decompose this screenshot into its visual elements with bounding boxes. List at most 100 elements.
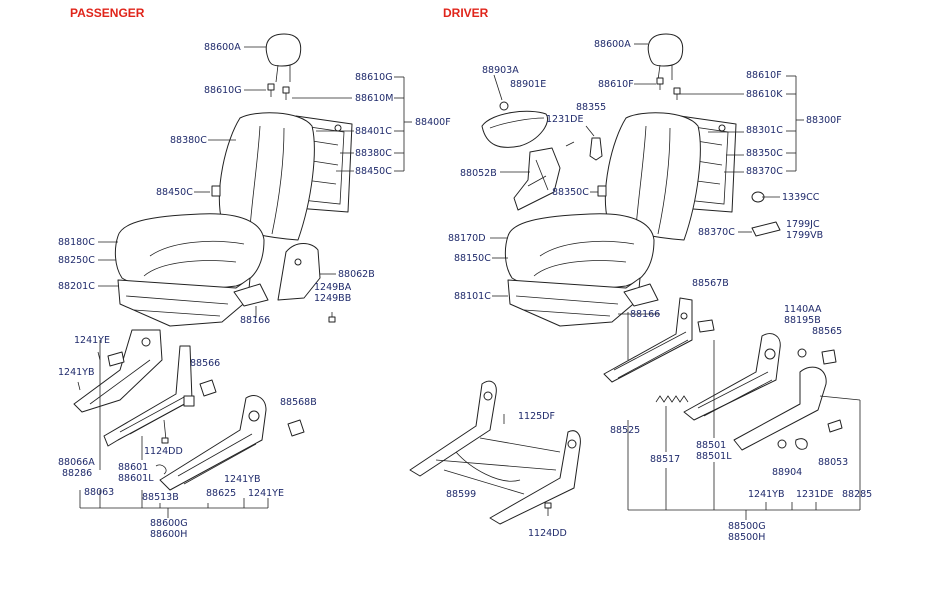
label-88380c-passenger-left: 88380C: [170, 135, 207, 146]
label-1140aa: 1140AA: [784, 304, 822, 315]
label-88201c: 88201C: [58, 281, 95, 292]
label-88450c-passenger-left: 88450C: [156, 187, 193, 198]
driver-cable-clip: [751, 221, 781, 237]
label-88380c-passenger-right: 88380C: [355, 148, 392, 159]
label-88903a: 88903A: [482, 65, 519, 76]
label-88501: 88501: [696, 440, 727, 451]
driver-height-adjuster: [409, 380, 581, 525]
passenger-seat-pan: [117, 277, 251, 327]
label-88517: 88517: [650, 454, 681, 465]
label-88601l: 88601L: [118, 473, 154, 484]
label-88101c: 88101C: [454, 291, 491, 302]
driver-leader-lines: [490, 43, 861, 520]
label-88195b: 88195B: [784, 315, 821, 326]
label-1249bb: 1249BB: [314, 293, 352, 304]
passenger-backrest-cushion: [211, 112, 315, 241]
label-1241ye-passenger-top: 1241YE: [74, 335, 110, 346]
label-88370c-driver-right: 88370C: [746, 166, 783, 177]
label-88610f-driver-left: 88610F: [598, 79, 634, 90]
label-88568b: 88568B: [280, 397, 317, 408]
label-88501l: 88501L: [696, 451, 732, 462]
passenger-headrest-guide-bolts: [267, 83, 290, 100]
label-88401c: 88401C: [355, 126, 392, 137]
driver-section-title: DRIVER: [443, 6, 489, 20]
driver-inner-rail: [603, 297, 715, 383]
label-1249ba: 1249BA: [314, 282, 352, 293]
label-88513b: 88513B: [142, 492, 179, 503]
driver-armrest-bracket: [513, 147, 561, 211]
label-88150c: 88150C: [454, 253, 491, 264]
driver-armrest: [481, 101, 548, 148]
label-88301c: 88301C: [746, 125, 783, 136]
label-1125df: 1125DF: [518, 411, 555, 422]
label-88066a: 88066A: [58, 457, 95, 468]
label-88062b: 88062B: [338, 269, 375, 280]
label-1241yb-passenger-bottom: 1241YB: [224, 474, 261, 485]
passenger-headrest: [265, 33, 302, 83]
label-88610m: 88610M: [355, 93, 394, 104]
label-88610g-passenger-right: 88610G: [355, 72, 393, 83]
label-88300f: 88300F: [806, 115, 842, 126]
label-88355: 88355: [576, 102, 607, 113]
label-1339cc: 1339CC: [782, 192, 820, 203]
label-88180c: 88180C: [58, 237, 95, 248]
label-1241ye-passenger-bottom: 1241YE: [248, 488, 284, 499]
driver-seat-pan: [507, 277, 641, 327]
label-88567b: 88567B: [692, 278, 729, 289]
label-88610f-driver-right: 88610F: [746, 70, 782, 81]
passenger-outer-rail: [155, 395, 305, 491]
label-88350c-driver-left: 88350C: [552, 187, 589, 198]
label-88350c-driver-right: 88350C: [746, 148, 783, 159]
passenger-seat-cushion: [114, 213, 265, 290]
label-88625: 88625: [206, 488, 237, 499]
label-88904: 88904: [772, 467, 803, 478]
label-88601: 88601: [118, 462, 149, 473]
label-88565: 88565: [812, 326, 843, 337]
label-88600g: 88600G: [150, 518, 188, 529]
driver-backrest-cushion: [597, 112, 701, 241]
driver-cover-88166: [623, 283, 659, 307]
driver-headrest: [647, 33, 684, 81]
driver-bolt-1140AA: [797, 348, 807, 358]
label-88500h: 88500H: [728, 532, 766, 543]
label-88063: 88063: [84, 487, 115, 498]
label-88285: 88285: [842, 489, 873, 500]
label-1231de-driver-top: 1231DE: [546, 114, 584, 125]
label-1799vb: 1799VB: [786, 230, 824, 241]
label-88500g: 88500G: [728, 521, 766, 532]
label-1124dd-passenger: 1124DD: [144, 446, 183, 457]
label-88052b: 88052B: [460, 168, 497, 179]
passenger-inner-rail: [103, 345, 217, 447]
passenger-cover-88166: [233, 283, 269, 307]
label-1231de-driver-bottom: 1231DE: [796, 489, 834, 500]
driver-side-cover: [733, 366, 843, 451]
passenger-side-shield: [277, 243, 336, 323]
label-88599: 88599: [446, 489, 477, 500]
label-88166-driver: 88166: [630, 309, 661, 320]
label-88053: 88053: [818, 457, 849, 468]
label-88566: 88566: [190, 358, 221, 369]
driver-cap-88565: [821, 349, 837, 365]
label-1241yb-driver: 1241YB: [748, 489, 785, 500]
label-88166-passenger: 88166: [240, 315, 271, 326]
driver-outer-rail: [683, 333, 781, 421]
label-88170d: 88170D: [448, 233, 486, 244]
passenger-leader-lines: [79, 46, 412, 518]
label-88250c: 88250C: [58, 255, 95, 266]
driver-recline-lever: [565, 137, 603, 161]
label-88610g-passenger-left: 88610G: [204, 85, 242, 96]
label-88370c-driver-left: 88370C: [698, 227, 735, 238]
label-1799jc: 1799JC: [786, 219, 820, 230]
passenger-section-title: PASSENGER: [70, 6, 145, 20]
label-88610k: 88610K: [746, 89, 783, 100]
driver-seat-cushion: [504, 213, 655, 290]
label-88400f: 88400F: [415, 117, 451, 128]
label-88450c-passenger-right: 88450C: [355, 166, 392, 177]
label-88600a-passenger: 88600A: [204, 42, 241, 53]
label-1124dd-driver: 1124DD: [528, 528, 567, 539]
label-1241yb-passenger-top: 1241YB: [58, 367, 95, 378]
driver-spring: [655, 395, 689, 403]
label-88901e: 88901E: [510, 79, 547, 90]
